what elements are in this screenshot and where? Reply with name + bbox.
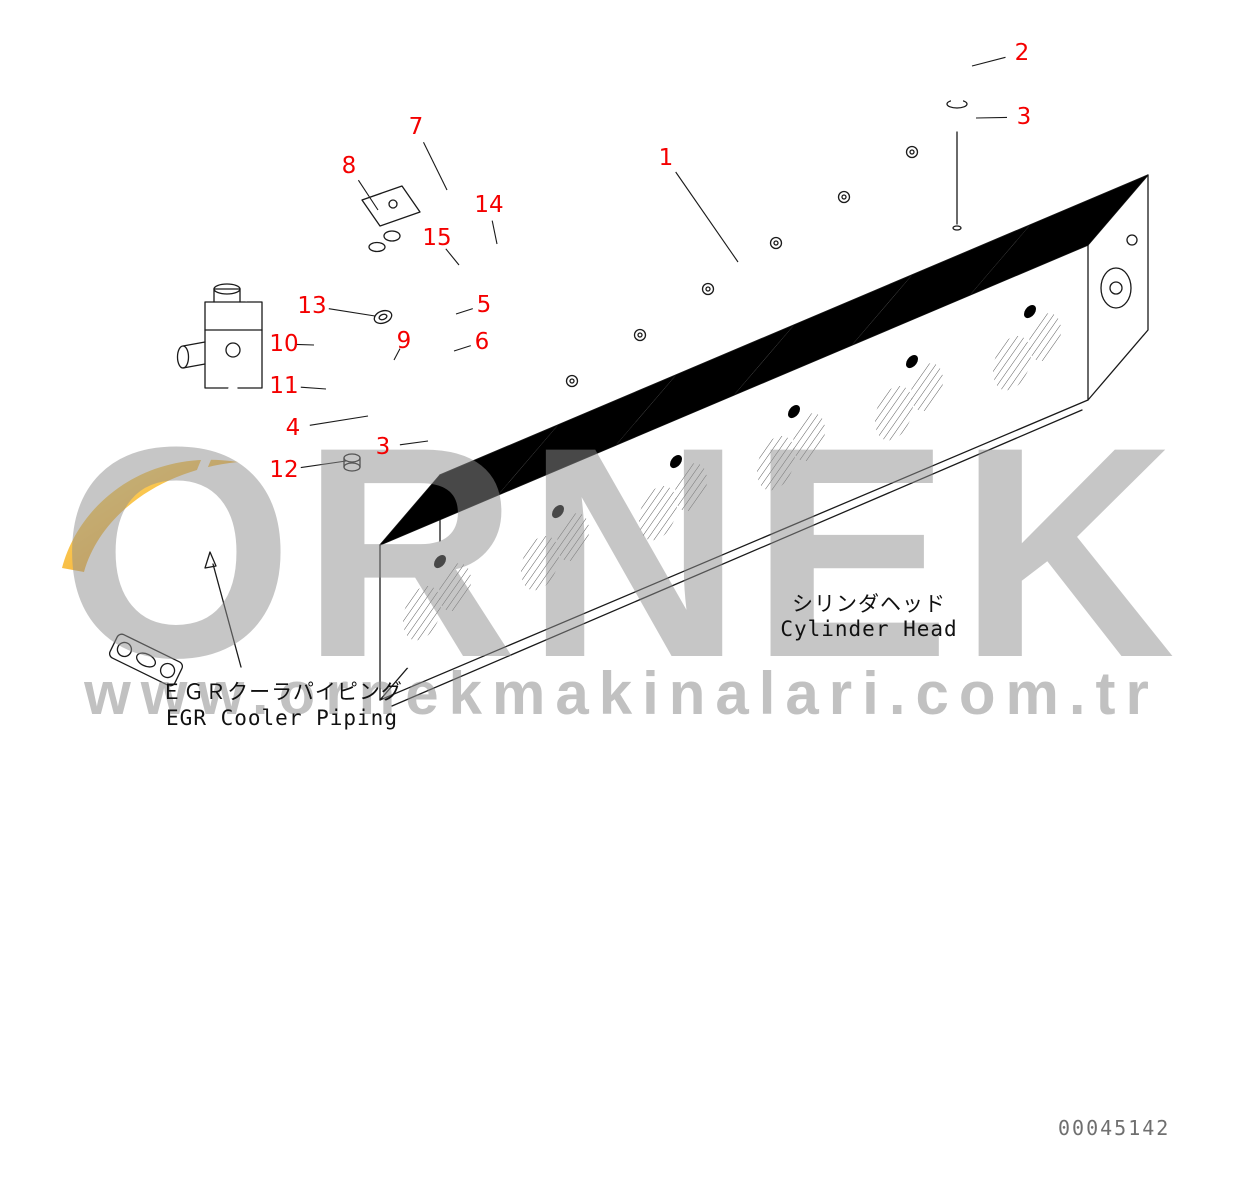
egr-piping-label-jp: ＥＧＲクーラパイピング	[161, 680, 403, 704]
egr-cooler-piping	[108, 283, 268, 687]
leader-line-13	[328, 308, 376, 317]
callout-7: 7	[408, 114, 424, 140]
leader-line-5	[455, 308, 473, 315]
callout-8: 8	[341, 153, 357, 179]
spill-pipe-assembly	[429, 62, 968, 451]
callout-2: 2	[1014, 40, 1030, 66]
leader-line-14	[491, 220, 498, 245]
callout-leader-lines	[295, 56, 1008, 469]
callout-6: 6	[474, 329, 490, 355]
callout-5: 5	[476, 292, 492, 318]
callout-11: 11	[269, 373, 299, 399]
callout-1: 1	[658, 145, 674, 171]
leader-line-7	[423, 142, 448, 191]
callout-12: 12	[269, 457, 299, 483]
small-parts-cluster	[309, 178, 517, 472]
cylinder-head-label-en: Cylinder Head	[780, 617, 958, 641]
callout-15: 15	[422, 225, 452, 251]
watermark-swoosh	[62, 459, 238, 572]
callout-14: 14	[474, 192, 504, 218]
cylinder-head-label-jp: シリンダヘッド	[792, 592, 946, 616]
callout-4: 4	[285, 415, 301, 441]
leader-line-9	[393, 348, 401, 361]
leader-line-3	[399, 440, 429, 446]
leader-line-1	[675, 171, 739, 263]
leader-line-10	[295, 343, 315, 346]
egr-piping-label-en: EGR Cooler Piping	[166, 706, 398, 730]
leader-line-12	[300, 460, 347, 469]
callout-9: 9	[396, 328, 412, 354]
leader-line-11	[300, 386, 327, 390]
leader-line-4	[309, 415, 369, 426]
leader-line-15	[445, 248, 460, 266]
cylinder-head-block	[379, 174, 1149, 707]
callout-3: 3	[1016, 104, 1032, 130]
leader-line-2	[971, 56, 1006, 67]
callout-3: 3	[375, 434, 391, 460]
line-art	[108, 62, 1149, 707]
drawing-number: 00045142	[1058, 1116, 1171, 1140]
leader-line-3	[975, 116, 1008, 119]
leader-line-8	[357, 179, 379, 211]
callout-10: 10	[269, 331, 299, 357]
callout-13: 13	[297, 293, 327, 319]
leader-line-6	[453, 345, 471, 352]
